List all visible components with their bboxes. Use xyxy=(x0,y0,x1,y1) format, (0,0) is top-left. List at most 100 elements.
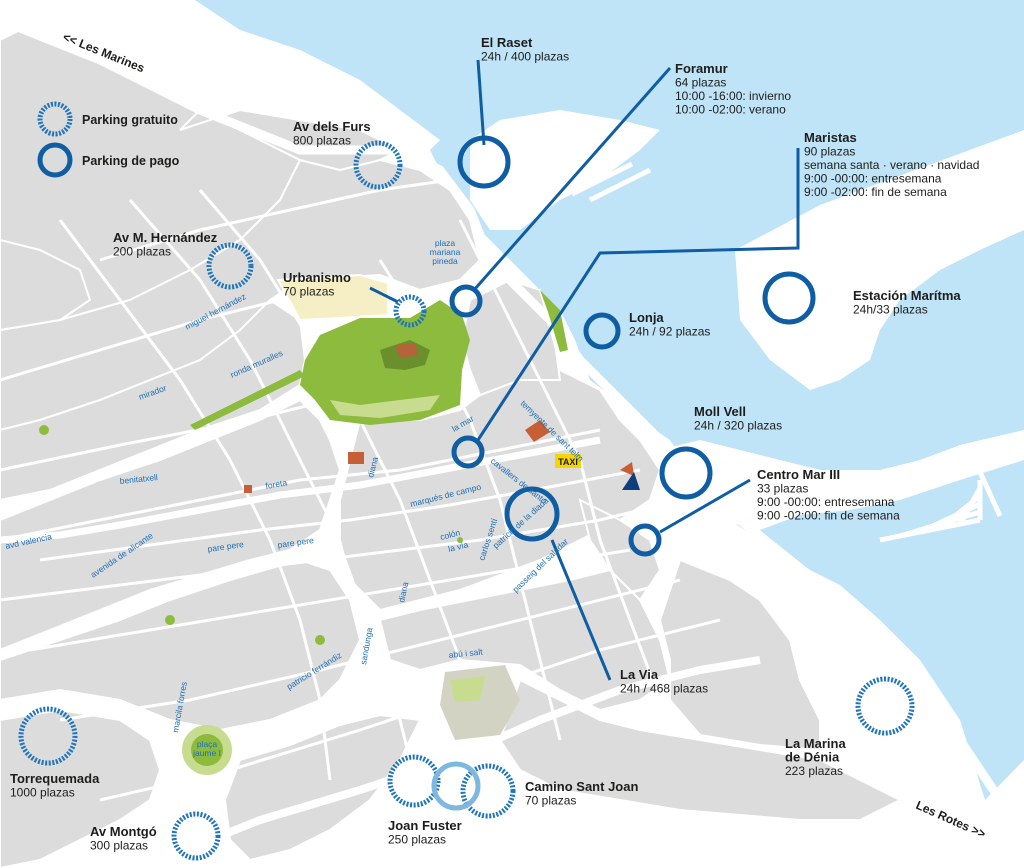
street-label-abu-i-salt: abú i salt xyxy=(448,646,484,660)
connector-centro-mar xyxy=(659,478,751,534)
avd-valencia-road xyxy=(0,436,601,544)
connector-lines xyxy=(369,59,800,681)
street xyxy=(198,189,482,741)
parking-info: 9:00 -02:00: fin de semana xyxy=(804,185,947,199)
connector-foramur xyxy=(472,67,672,291)
parking-info: 223 plazas xyxy=(785,764,843,778)
street xyxy=(29,548,631,652)
city-blocks xyxy=(0,15,1024,868)
coastal-road xyxy=(0,15,1024,833)
parking-name: Joan Fuster xyxy=(388,818,462,833)
street-label-diana-2: diana xyxy=(396,581,410,604)
urbanismo-area xyxy=(276,273,389,322)
street-label-diana-1: diana xyxy=(365,456,380,479)
parking-info: 10:00 -16:00: invierno xyxy=(675,89,791,103)
parking-marker-av-hernandez[interactable] xyxy=(206,242,254,290)
street xyxy=(0,498,681,602)
legend: Parking gratuito Parking de pago xyxy=(37,101,180,178)
street xyxy=(99,178,451,262)
pontoon xyxy=(570,161,634,197)
parking-name: Centro Mar III xyxy=(757,467,840,482)
parking-marker-el-raset[interactable] xyxy=(457,135,511,189)
parking-marker-la-via[interactable] xyxy=(504,486,560,542)
parking-name: Estación Marítma xyxy=(853,288,961,303)
connector-maristas xyxy=(476,148,800,441)
castle-park xyxy=(300,300,470,425)
parking-info: 300 plazas xyxy=(90,839,148,853)
pontoon xyxy=(588,167,652,203)
parking-info: 9:00 -00:00: entresemana xyxy=(804,172,942,186)
landmark-buildings xyxy=(244,420,634,493)
pontoon xyxy=(957,486,983,526)
legend-free-icon xyxy=(37,101,73,137)
street-label-la-via: la vía xyxy=(447,539,469,554)
parking-marker-torrequemada[interactable] xyxy=(18,706,78,766)
parking-marker-joan-fuster-blue[interactable] xyxy=(387,754,441,808)
parking-info: 24h / 320 plazas xyxy=(694,419,782,433)
parking-marker-marina[interactable] xyxy=(855,676,915,736)
parking-marker-maristas[interactable] xyxy=(451,435,485,469)
parking-info: 250 plazas xyxy=(388,833,446,847)
parking-marker-foramur[interactable] xyxy=(449,284,483,318)
parking-name: Urbanismo xyxy=(283,270,351,285)
parking-marker-joan-fuster-light[interactable] xyxy=(431,761,481,811)
parking-name: Lonja xyxy=(629,310,664,325)
parking-marker-av-furs[interactable] xyxy=(353,140,403,190)
parking-info: 200 plazas xyxy=(113,245,171,259)
parking-marker-lonja[interactable] xyxy=(583,312,621,350)
street xyxy=(0,428,601,542)
legend-paid-label: Parking de pago xyxy=(82,154,180,168)
parking-info: 1000 plazas xyxy=(10,786,75,800)
parking-name: Av Montgó xyxy=(90,824,157,839)
street-label-foreta: foreta xyxy=(265,477,288,491)
parking-marker-urbanismo[interactable] xyxy=(393,294,427,328)
parking-name: Av M. Hernández xyxy=(113,230,218,245)
taxi-label: TAXI xyxy=(558,457,578,467)
parking-name: Foramur xyxy=(675,61,728,76)
legend-free-label: Parking gratuito xyxy=(82,113,178,127)
placa-jaume-park xyxy=(182,725,232,775)
parking-info: 33 plazas xyxy=(757,482,808,496)
parking-markers xyxy=(18,135,915,861)
street xyxy=(99,618,721,802)
city-block xyxy=(0,238,92,332)
parking-marker-camino-sant-joan[interactable] xyxy=(460,763,516,819)
parking-name: La Via xyxy=(620,667,659,682)
parking-name: La Marina xyxy=(785,736,846,751)
parking-info: 64 plazas xyxy=(675,76,726,90)
parking-marker-centro-mar[interactable] xyxy=(628,523,662,557)
street xyxy=(128,199,412,761)
parking-info: 24h / 400 plazas xyxy=(481,50,569,64)
parking-info: 24h / 468 plazas xyxy=(620,682,708,696)
pontoon xyxy=(516,143,580,179)
parking-info: 9:00 -00:00: entresemana xyxy=(757,495,895,509)
parking-marker-moll-vell[interactable] xyxy=(659,446,713,500)
parking-name: Maristas xyxy=(804,130,857,145)
parking-marker-av-montgo[interactable] xyxy=(171,811,221,861)
pontoon xyxy=(977,470,1003,518)
parking-name: Av dels Furs xyxy=(293,119,371,134)
pontoon xyxy=(855,639,871,691)
city-block xyxy=(0,708,162,868)
street-label-plaza-pineda: mariana xyxy=(430,247,461,257)
city-block xyxy=(498,678,903,821)
parking-info: 24h/33 plazas xyxy=(853,303,928,317)
parking-marker-estacion[interactable] xyxy=(762,271,816,325)
pontoon xyxy=(811,619,827,671)
sea xyxy=(195,0,1024,800)
city-block xyxy=(658,558,821,752)
parking-name: Torrequemada xyxy=(10,771,100,786)
city-block xyxy=(578,498,662,602)
